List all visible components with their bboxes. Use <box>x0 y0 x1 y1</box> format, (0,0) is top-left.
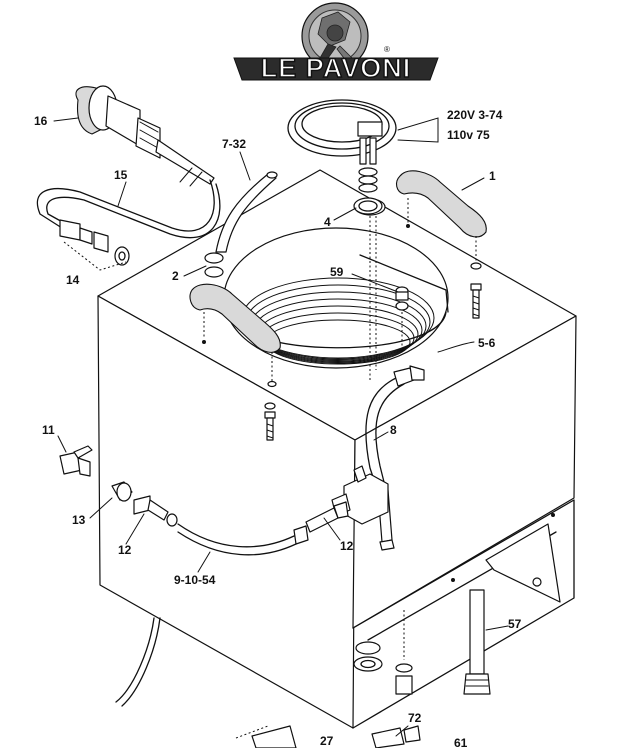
screw-left <box>264 402 276 441</box>
hose-9-10-54 <box>177 523 297 556</box>
callout-11: 11 <box>42 423 55 437</box>
callout-61: 61 <box>454 736 468 748</box>
voltage-220v: 220V 3-74 <box>447 108 503 122</box>
callout-2: 2 <box>172 269 179 283</box>
callout-57: 57 <box>508 617 522 631</box>
handle-right <box>395 170 487 262</box>
fitting-13 <box>111 481 133 502</box>
callout-16: 16 <box>34 114 48 128</box>
callout-15: 15 <box>114 168 128 182</box>
callout-4: 4 <box>324 215 331 229</box>
callout-59: 59 <box>330 265 344 279</box>
fitting-group-14 <box>59 219 130 271</box>
screw-right <box>470 262 482 319</box>
callout-12-left: 12 <box>118 543 132 557</box>
handle-left <box>189 283 281 388</box>
callout-72: 72 <box>408 711 422 725</box>
callout-12-right: 12 <box>340 539 354 553</box>
voltage-110v: 110v 75 <box>447 128 490 142</box>
brand-name: LE PAVONI <box>261 53 412 83</box>
safety-valve-59 <box>395 286 409 350</box>
callout-27: 27 <box>320 734 334 748</box>
hose-15 <box>36 179 221 239</box>
pressurestat-16 <box>75 85 215 187</box>
callout-8: 8 <box>390 423 397 437</box>
base-fittings <box>353 610 413 695</box>
callout-14: 14 <box>66 273 80 287</box>
voltage-bracket <box>397 117 439 143</box>
callout-5-6: 5-6 <box>478 336 496 350</box>
drain-valve-11 <box>59 445 93 477</box>
boiler-body <box>97 169 577 729</box>
leader-5-6 <box>437 341 475 353</box>
callout-9-10-54: 9-10-54 <box>174 573 216 587</box>
callout-13: 13 <box>72 513 86 527</box>
callout-1: 1 <box>489 169 496 183</box>
brand-logo: LE PAVONI ® <box>233 2 439 84</box>
element-rod-57 <box>463 589 491 695</box>
hose-tail-12-right <box>293 501 349 545</box>
callout-7-32: 7-32 <box>222 137 246 151</box>
drain-tube-7-32 <box>204 171 278 278</box>
hose-8 <box>365 365 425 551</box>
gasket-4 <box>353 197 383 215</box>
bottom-partials <box>235 725 421 748</box>
hose-tail-12-left <box>133 495 178 527</box>
callouts: 16 15 14 7-32 1 4 2 59 5-6 11 8 13 12 12… <box>34 114 522 748</box>
registered-mark: ® <box>384 45 390 54</box>
power-cord <box>121 617 161 707</box>
gear-emblem-icon <box>301 2 369 70</box>
leader-lines <box>53 117 509 737</box>
